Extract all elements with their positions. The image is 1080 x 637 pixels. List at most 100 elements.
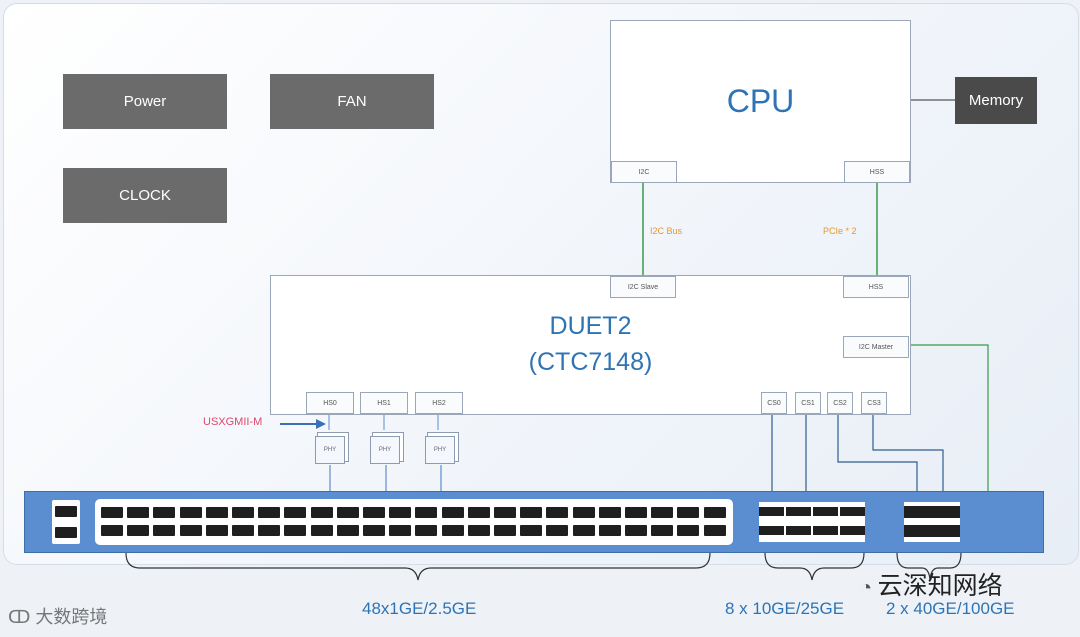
cpu-i2c-port: I2C bbox=[611, 161, 677, 183]
bracket-copper bbox=[125, 552, 711, 581]
watermark-right: ◔ 云深知网络 bbox=[860, 566, 1003, 602]
duet-hs2-port: HS2 bbox=[415, 392, 463, 414]
copper-port bbox=[546, 525, 569, 536]
duet-i2c-master-port: I2C Master bbox=[843, 336, 909, 358]
power-box: Power bbox=[63, 74, 227, 129]
duet-cs1-port: CS1 bbox=[795, 392, 821, 414]
copper-port bbox=[310, 525, 333, 536]
copper-port bbox=[232, 525, 254, 536]
duet2-chip: DUET2 (CTC7148) I2C Slave HSS I2C Master… bbox=[270, 275, 911, 415]
power-label: Power bbox=[123, 93, 167, 110]
copper-port bbox=[258, 507, 281, 518]
cpu-title: CPU bbox=[726, 83, 795, 119]
watermark-left-text: 大数跨境 bbox=[35, 607, 108, 627]
bracket-qsfp bbox=[896, 552, 962, 581]
copper-port bbox=[467, 525, 490, 536]
copper-port bbox=[363, 507, 385, 518]
copper-port bbox=[598, 525, 621, 536]
duet-hs1-port: HS1 bbox=[360, 392, 408, 414]
copper-port bbox=[625, 525, 647, 536]
copper-port bbox=[310, 507, 333, 518]
cs2-line bbox=[837, 413, 918, 503]
copper-port bbox=[179, 525, 202, 536]
copper-port bbox=[651, 525, 674, 536]
cpu-chip: CPU I2C HSS bbox=[610, 20, 911, 183]
usxgmii-label: USXGMII-M bbox=[203, 416, 263, 428]
watermark-left-icon: ↀ bbox=[8, 607, 36, 627]
copper-port bbox=[389, 525, 412, 536]
duet-hs0-port: HS0 bbox=[306, 392, 354, 414]
i2c-bus-label: I2C Bus bbox=[650, 226, 683, 236]
copper-port bbox=[546, 507, 569, 518]
copper-port-block bbox=[95, 499, 733, 545]
qsfp-port-1 bbox=[904, 506, 960, 518]
copper-port bbox=[441, 507, 464, 518]
copper-port bbox=[494, 507, 516, 518]
clock-label: CLOCK bbox=[119, 187, 171, 204]
i2c-master-line bbox=[909, 344, 989, 492]
copper-port bbox=[205, 525, 228, 536]
fan-box: FAN bbox=[270, 74, 434, 129]
phy-chip-3: PHY bbox=[425, 436, 455, 464]
copper-port bbox=[336, 525, 359, 536]
watermark-right-text: 云深知网络 bbox=[877, 572, 1003, 600]
mgmt-port-2 bbox=[55, 527, 77, 538]
copper-port bbox=[677, 525, 700, 536]
qsfp-ports-label: 2 x 40GE/100GE bbox=[886, 599, 1015, 618]
watermark-left: ↀ 大数跨境 bbox=[8, 603, 107, 629]
duet2-title: DUET2 bbox=[549, 312, 632, 340]
copper-port bbox=[703, 525, 726, 536]
phy-chip-1: PHY bbox=[315, 436, 345, 464]
mgmt-ports bbox=[52, 500, 80, 544]
copper-port bbox=[205, 507, 228, 518]
clock-box: CLOCK bbox=[63, 168, 227, 223]
duet-hss-port: HSS bbox=[843, 276, 909, 298]
copper-port bbox=[703, 507, 726, 518]
duet-cs0-port: CS0 bbox=[761, 392, 787, 414]
copper-port bbox=[153, 507, 176, 518]
bracket-sfp bbox=[764, 552, 865, 581]
copper-port bbox=[520, 507, 543, 518]
copper-port bbox=[336, 507, 359, 518]
duet-cs3-port: CS3 bbox=[861, 392, 887, 414]
copper-port bbox=[101, 525, 123, 536]
copper-port bbox=[127, 507, 150, 518]
duet-cs2-port: CS2 bbox=[827, 392, 853, 414]
copper-port bbox=[572, 525, 595, 536]
mgmt-port-1 bbox=[55, 506, 77, 517]
usxgmii-arrowhead bbox=[316, 419, 326, 429]
copper-port bbox=[467, 507, 490, 518]
cpu-hss-port: HSS bbox=[844, 161, 910, 183]
sfp-port-block bbox=[759, 502, 865, 542]
copper-port bbox=[677, 507, 700, 518]
qsfp-port-2 bbox=[904, 525, 960, 537]
copper-port bbox=[520, 525, 543, 536]
copper-port bbox=[179, 507, 202, 518]
copper-port bbox=[389, 507, 412, 518]
copper-port bbox=[127, 525, 150, 536]
copper-port bbox=[572, 507, 595, 518]
copper-port bbox=[232, 507, 254, 518]
qsfp-port-block bbox=[904, 502, 960, 542]
copper-port bbox=[598, 507, 621, 518]
copper-port bbox=[284, 525, 307, 536]
sfp-ports-label: 8 x 10GE/25GE bbox=[725, 599, 845, 618]
copper-port bbox=[651, 507, 674, 518]
copper-port bbox=[258, 525, 281, 536]
copper-port bbox=[415, 507, 438, 518]
copper-port bbox=[363, 525, 385, 536]
copper-port bbox=[284, 507, 307, 518]
copper-ports-label: 48x1GE/2.5GE bbox=[362, 599, 477, 618]
cs3-line bbox=[872, 413, 944, 503]
phy-chip-2: PHY bbox=[370, 436, 400, 464]
memory-box: Memory bbox=[955, 77, 1037, 124]
duet-i2c-slave-port: I2C Slave bbox=[610, 276, 676, 298]
fan-label: FAN bbox=[337, 93, 367, 110]
copper-port bbox=[101, 507, 123, 518]
copper-port bbox=[441, 525, 464, 536]
copper-port bbox=[153, 525, 176, 536]
copper-port bbox=[625, 507, 647, 518]
duet2-subtitle: (CTC7148) bbox=[528, 348, 653, 376]
